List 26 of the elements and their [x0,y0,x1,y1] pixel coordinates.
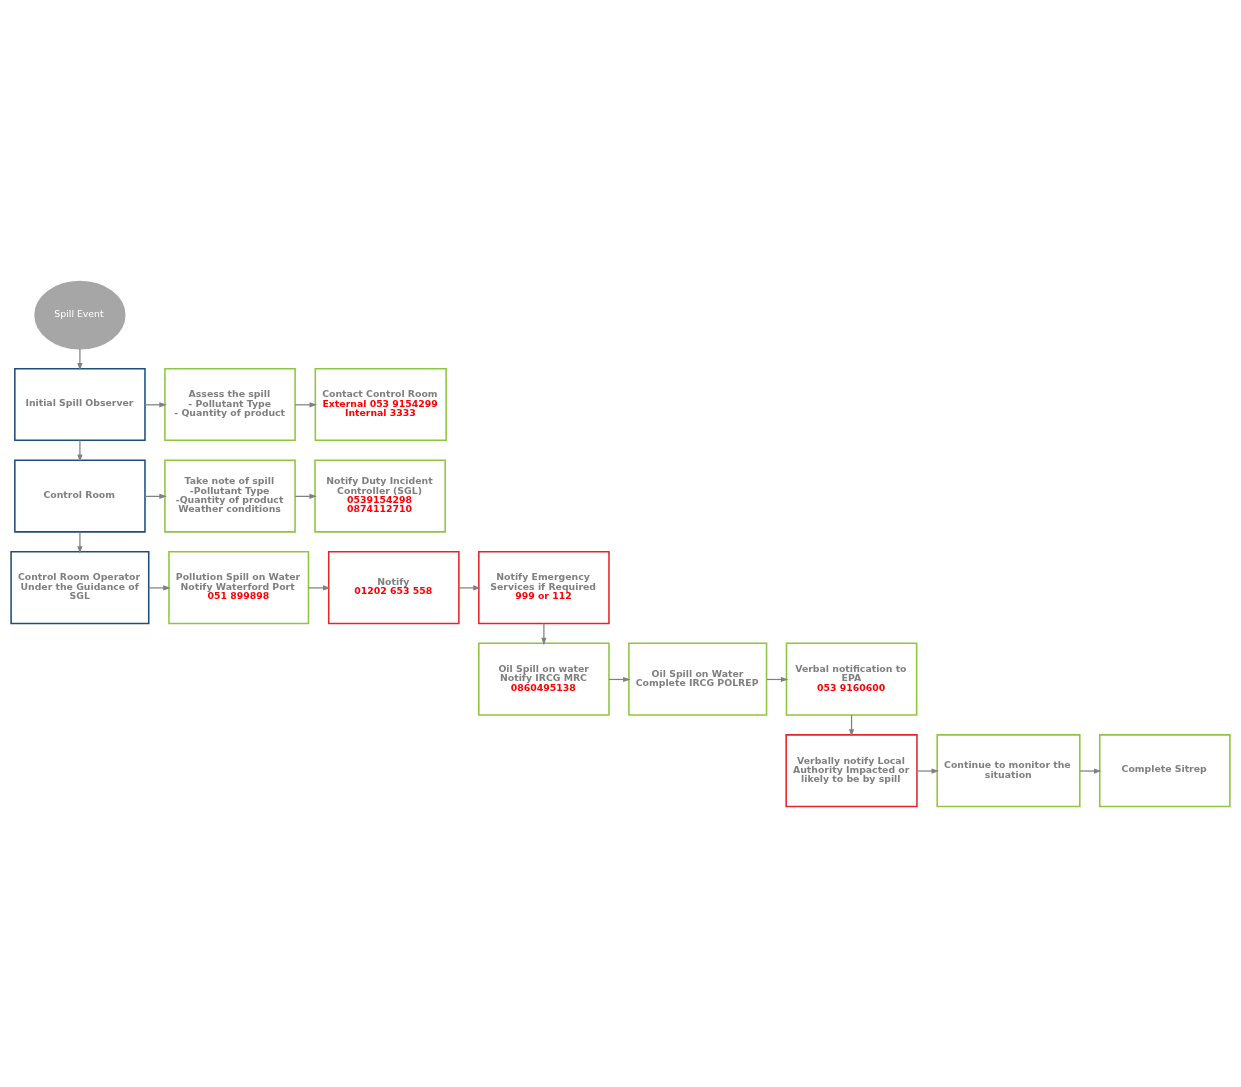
node-box: Oil Spill on water Notify IRCG MRC 0860495138 [478,642,610,716]
node-box: Initial Spill Observer [14,367,146,441]
node-box: Take note of spill -Pollutant Type -Quantity of product Weather conditions [164,458,296,533]
node-box: Continue to monitor the situation [936,733,1081,807]
node-box: Assess the spill - Pollutant Type - Quantity of product [164,367,296,441]
node-ellipse: Spill Event [34,280,126,350]
arrow [916,767,939,774]
arrow [77,347,83,370]
node-box: Verbal notification to EPA 053 9160600 [785,642,918,716]
node-box: Contact Control Room External 053 9154299 Internal 3333 [314,367,447,441]
arrow [541,622,547,645]
node-box: Notify Duty Incident Controller (SGL) 0539154298 0874112710 [314,458,446,533]
arrow [77,530,83,554]
node-box: Notify 01202 653 558 [327,550,460,624]
arrow [458,584,481,591]
arrow [148,584,171,591]
arrow [77,439,83,462]
node-box: Pollution Spill on Water Notify Waterford Port 051 899898 [168,550,310,624]
node-box: Notify Emergency Services if Required 999 or 112 [478,550,610,624]
node-box: Verbally notify Local Authority Impacted or likely to be by spill [785,733,918,807]
node-box: Complete Sitrep [1098,733,1231,807]
arrow [307,584,331,591]
arrow [1079,767,1102,774]
node-box: Control Room Operator Under the Guidance of SGL [10,550,150,624]
node-box: Oil Spill on Water Complete IRCG POLREP [628,642,768,716]
node-box: Control Room [14,458,146,533]
